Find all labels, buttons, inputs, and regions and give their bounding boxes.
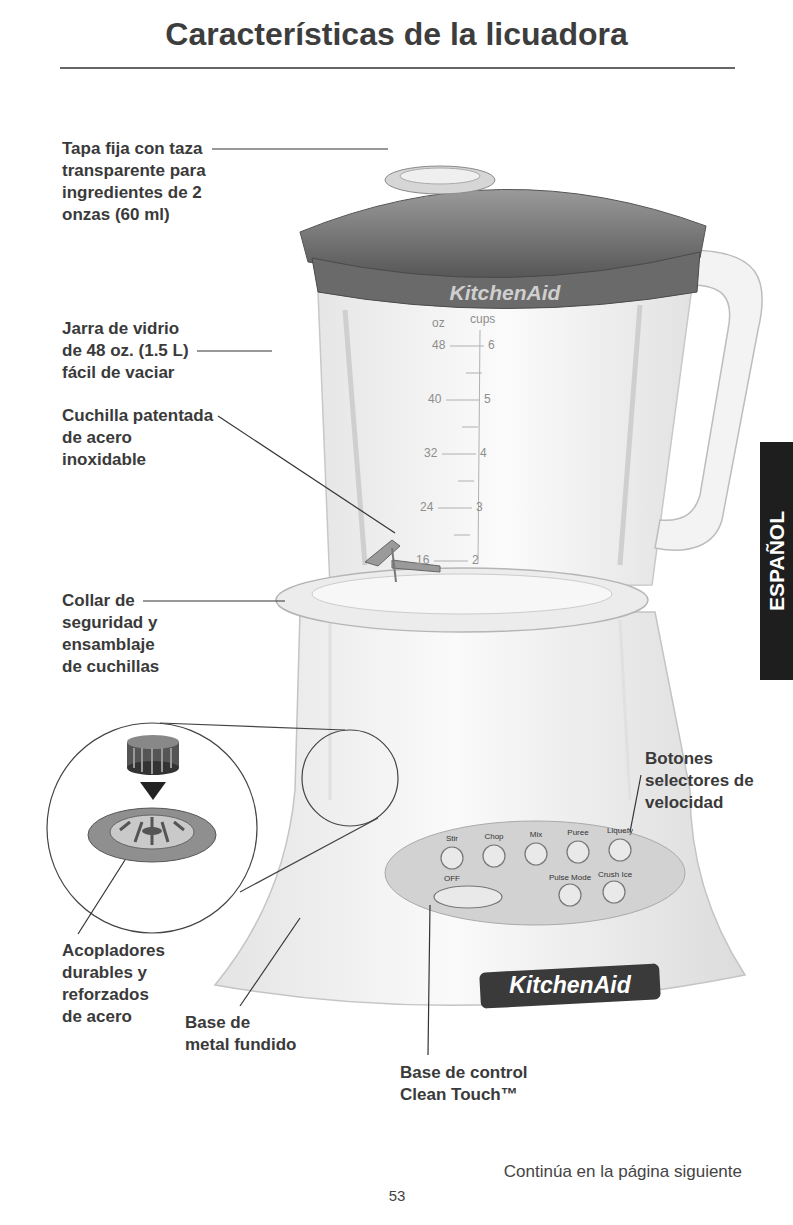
coupling-detail <box>88 735 216 862</box>
ingredient-cup <box>385 166 495 194</box>
button-label: Pulse Mode <box>546 873 594 883</box>
scale-mark: 6 <box>488 338 518 352</box>
base-shading <box>330 620 630 800</box>
blade-shaft <box>392 548 396 582</box>
footer-note: Continúa en la página siguiente <box>392 1162 742 1182</box>
scale-mark: 16 <box>416 553 446 567</box>
scale-mark: 3 <box>476 500 506 514</box>
page-number: 53 <box>372 1187 422 1205</box>
lid-band <box>312 252 700 309</box>
scale-mark: 4 <box>480 446 510 460</box>
button-label: Crush Ice <box>594 870 636 880</box>
brand-logo: KitchenAid <box>485 971 655 999</box>
brand-logo: KitchenAid <box>405 280 605 306</box>
leader-lines <box>78 149 641 1055</box>
language-tab-text: ESPAÑOL <box>765 511 789 611</box>
scale-mark: 5 <box>484 392 514 406</box>
button-label: Stir <box>432 834 472 844</box>
part-label: Acopladores durables y reforzados de ace… <box>62 940 170 1028</box>
scale-mark: 2 <box>472 553 502 567</box>
scale-unit: oz <box>432 316 462 330</box>
detail-magnified <box>47 723 257 933</box>
title-rule <box>60 67 735 69</box>
button-label: Liquefy <box>600 826 640 836</box>
brand-badge <box>479 963 661 1008</box>
part-label: Jarra de vidrio de 48 oz. (1.5 L) fácil … <box>62 318 197 384</box>
ingredient-cup-top <box>400 168 480 184</box>
scale-mark: 40 <box>428 392 458 406</box>
page-title: Características de la licuadora <box>0 16 793 53</box>
button-label: Puree <box>558 828 598 838</box>
scale-mark: 24 <box>420 500 450 514</box>
detail-tangent <box>240 818 378 892</box>
scale-mark: 32 <box>424 446 454 460</box>
glass-jar <box>318 287 692 588</box>
button-label: OFF <box>432 874 472 884</box>
part-label: Cuchilla patentada de acero inoxidable <box>62 405 217 471</box>
part-label: Base de control Clean Touch™ <box>400 1062 535 1106</box>
button-label: Chop <box>474 832 514 842</box>
part-label: Botones selectores de velocidad <box>645 748 760 814</box>
safety-collar <box>276 568 648 632</box>
scale-unit: cups <box>470 312 510 326</box>
scale-mark: 48 <box>432 338 462 352</box>
part-label: Collar de seguridad y ensamblaje de cuch… <box>62 590 172 678</box>
button-label: Mix <box>516 830 556 840</box>
measure-ticks <box>434 330 484 563</box>
language-tab: ESPAÑOL <box>760 442 793 680</box>
detail-circle <box>302 730 398 826</box>
part-label: Tapa fija con taza transparente para ing… <box>62 138 208 226</box>
part-label: Base de metal fundido <box>185 1012 298 1056</box>
jar-ribs <box>345 305 640 565</box>
collar-inner <box>312 574 612 614</box>
